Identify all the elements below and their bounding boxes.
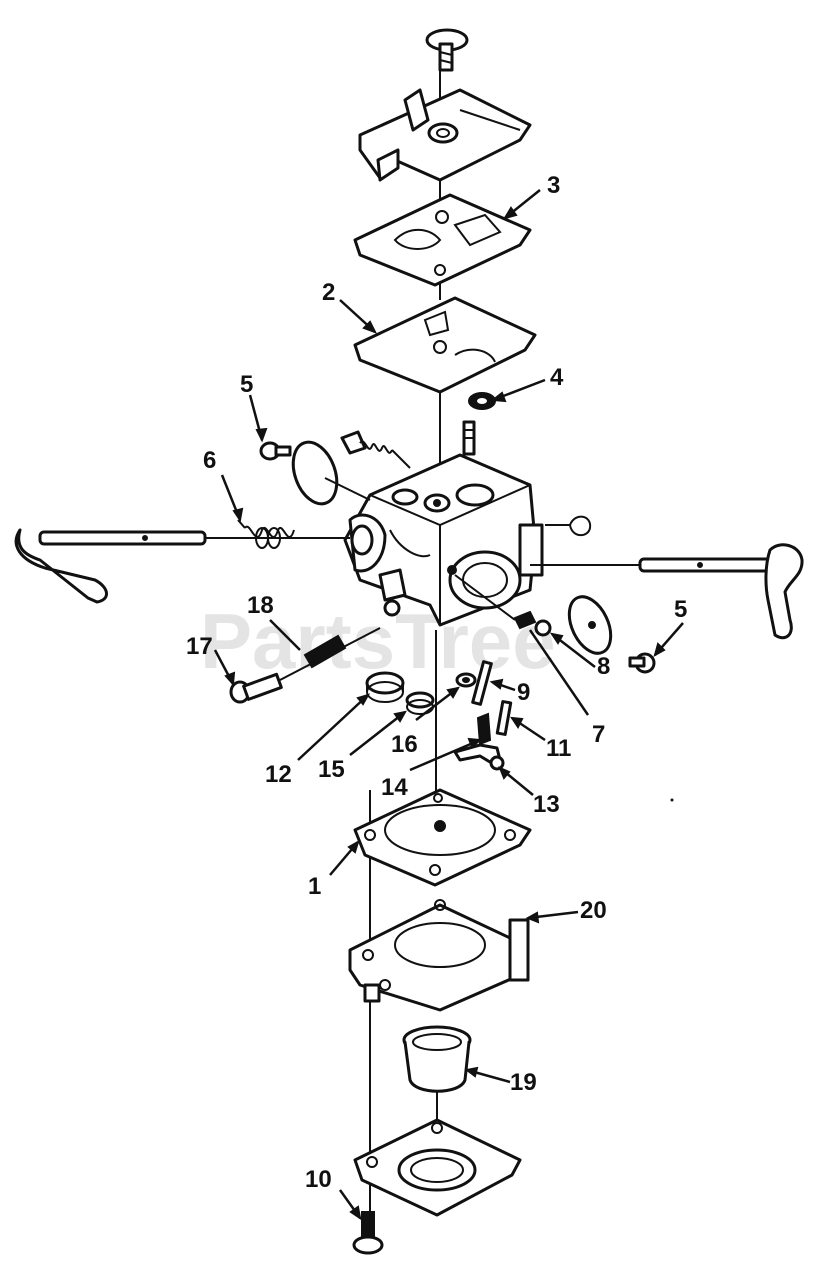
pump-diaphragm-part-2	[353, 296, 537, 394]
watermark: PartsTree	[200, 597, 556, 685]
callout-20: 20	[580, 897, 607, 924]
callout-12: 12	[265, 761, 292, 788]
callout-7: 7	[592, 721, 605, 748]
callout-10: 10	[305, 1166, 332, 1193]
callout-16: 16	[391, 731, 418, 758]
lever-pin-part-11	[495, 700, 513, 736]
callout-19: 19	[510, 1069, 537, 1096]
callout-18: 18	[247, 592, 274, 619]
idle-spring-part-18	[303, 634, 347, 669]
callout-9: 9	[517, 679, 530, 706]
throttle-spring-part-6	[237, 519, 295, 549]
callout-labels: 3 2 4 5 6 18 17 5 8 7 9 11 16 12 15 14 1…	[186, 172, 687, 1193]
top-cover-plate	[358, 88, 532, 182]
callout-1: 1	[308, 873, 321, 900]
metering-spring-part-14	[476, 712, 492, 746]
bottom-screw-part-10	[352, 1211, 384, 1255]
retaining-clip	[545, 515, 592, 537]
bottom-cover-plate	[353, 1118, 522, 1217]
callout-3: 3	[547, 172, 560, 199]
inlet-screen-part-4	[468, 392, 496, 410]
callout-6: 6	[203, 447, 216, 474]
callout-2: 2	[322, 279, 335, 306]
welch-plug-part-12	[365, 671, 405, 703]
carburetor-body	[343, 453, 544, 627]
throttle-valve-screw-part-5	[259, 441, 292, 461]
metering-cover-part-20	[348, 899, 530, 1012]
inlet-seat-part-16	[455, 672, 477, 688]
choke-valve-disc	[567, 595, 613, 655]
fuel-inlet-fitting	[462, 420, 476, 456]
callout-17: 17	[186, 633, 213, 660]
callout-leader-lines	[213, 189, 684, 1221]
choke-shaft-lever	[530, 543, 804, 640]
callout-4: 4	[550, 364, 564, 391]
needle-part-9	[471, 660, 493, 706]
detent-ball-part-8	[534, 619, 552, 637]
callout-5-right: 5	[674, 596, 687, 623]
callout-8: 8	[597, 653, 610, 680]
filter-cup-part-19	[402, 1025, 472, 1093]
pump-gasket-part-3	[353, 193, 532, 287]
needle-spring-upper	[340, 430, 411, 469]
callout-5-left: 5	[240, 371, 253, 398]
callout-13: 13	[533, 791, 560, 818]
detent-spring-part-7	[454, 574, 537, 630]
callout-11: 11	[546, 735, 571, 762]
metering-lever-part-13	[453, 743, 505, 771]
stray-mark	[670, 798, 674, 802]
choke-valve-screw-part-5	[628, 652, 656, 674]
throttle-valve-disc	[291, 440, 371, 506]
throttle-shaft-lever	[14, 528, 350, 604]
callout-14: 14	[381, 774, 408, 801]
metering-gasket-part-1	[353, 788, 532, 887]
callout-15: 15	[318, 756, 345, 783]
top-cover-screw	[425, 28, 469, 72]
